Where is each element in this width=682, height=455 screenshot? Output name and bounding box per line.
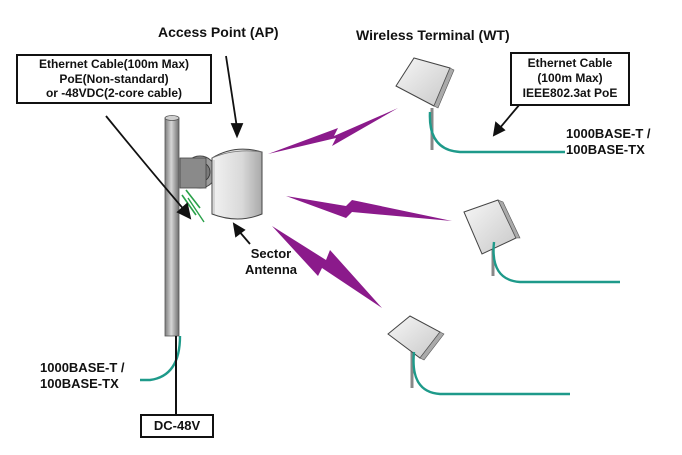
wireless-terminal-3 — [387, 315, 445, 388]
wireless-link-wt1 — [268, 108, 398, 154]
sector-antenna-label: Sector Antenna — [245, 246, 297, 278]
sector-antenna — [211, 148, 263, 220]
wireless-links — [268, 108, 452, 308]
cable-ap — [140, 335, 182, 382]
wireless-link-wt2 — [286, 196, 452, 221]
wireless-terminal-2 — [463, 199, 521, 276]
ap-cable-callout-line1: Ethernet Cable(100m Max) — [38, 57, 190, 71]
ap-port-label: 1000BASE-T / 100BASE-TX — [40, 360, 125, 392]
ethernet-cables — [140, 111, 620, 396]
sector-antenna-label-line2: Antenna — [245, 262, 297, 277]
wt-port-label-line1: 1000BASE-T / — [566, 126, 651, 141]
wt-cable-callout-line2: (100m Max) — [537, 71, 603, 85]
wireless-terminal-label: Wireless Terminal (WT) — [356, 27, 510, 43]
wt-cable-callout-line3: IEEE802.3at PoE — [522, 86, 618, 100]
power-supply-label: DC-48V — [153, 418, 201, 433]
mounting-pole — [164, 115, 180, 337]
ap-cable-callout: Ethernet Cable(100m Max) PoE(Non-standar… — [16, 54, 212, 104]
ap-port-label-line2: 100BASE-TX — [40, 376, 119, 391]
power-supply-box: DC-48V — [140, 414, 214, 438]
wireless-link-wt3 — [272, 226, 382, 308]
cable-wt2 — [492, 241, 620, 284]
ap-cable-callout-line3: or -48VDC(2-core cable) — [45, 86, 183, 100]
sector-antenna-label-line1: Sector — [250, 246, 292, 261]
cable-wt3 — [412, 351, 570, 396]
access-point-unit — [179, 155, 217, 223]
ap-port-label-line1: 1000BASE-T / — [40, 360, 125, 375]
ap-cable-callout-line2: PoE(Non-standard) — [59, 71, 169, 86]
access-point-label: Access Point (AP) — [158, 24, 279, 40]
wt-cable-callout-line1: Ethernet Cable — [527, 56, 613, 70]
wt-cable-callout: Ethernet Cable (100m Max) IEEE802.3at Po… — [510, 52, 630, 106]
wt-port-label-line2: 100BASE-TX — [566, 142, 645, 157]
wt-port-label: 1000BASE-T / 100BASE-TX — [566, 126, 651, 158]
wireless-terminal-1 — [395, 57, 455, 150]
callout-arrows — [105, 55, 521, 245]
cable-wt1 — [428, 111, 565, 154]
